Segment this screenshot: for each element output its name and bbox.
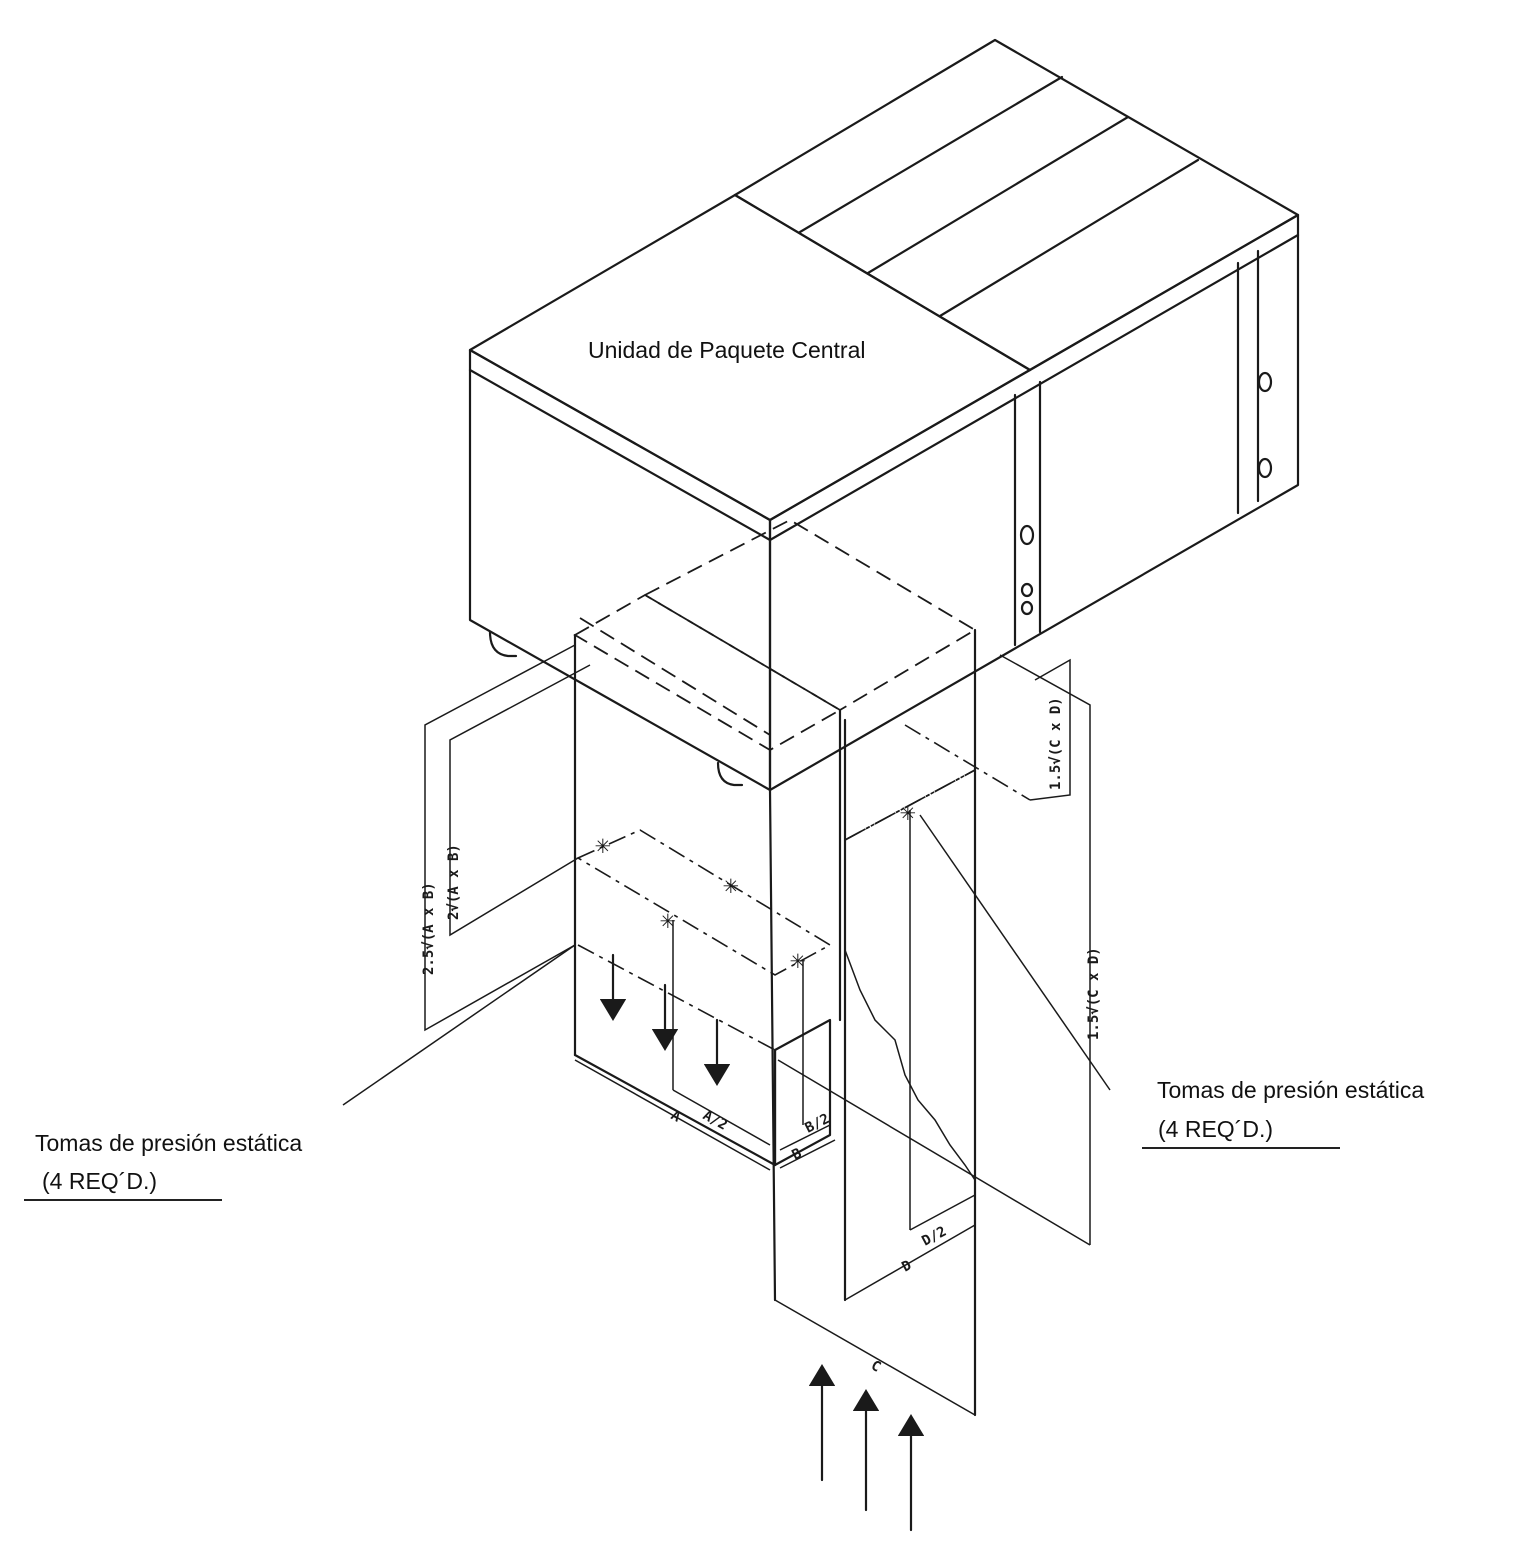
supply-distance-dimension: 2.5√(A x B) 2√(A x B): [342, 644, 591, 1106]
dim-c: C: [868, 1358, 883, 1376]
knockout-hole: [1257, 457, 1273, 479]
package-unit: [468, 38, 1300, 792]
unit-foot: [716, 761, 744, 787]
dim-b-half: B/2: [803, 1111, 833, 1137]
unit-title: Unidad de Paquete Central: [588, 337, 866, 363]
static-tap-marker: ✳: [595, 830, 611, 860]
unit-foot: [488, 630, 518, 658]
right-callout-underline: [1142, 1147, 1340, 1149]
static-tap-marker: ✳: [900, 797, 916, 827]
dim-a: A: [668, 1108, 684, 1126]
knockout-hole: [1020, 582, 1034, 598]
knockout-hole: [1019, 524, 1035, 546]
dim-supply-inner: 2√(A x B): [446, 844, 462, 920]
right-callout-line2: (4 REQ´D.): [1158, 1116, 1273, 1142]
dim-b: B: [790, 1145, 805, 1163]
dim-return-outer: 1.5√(C x D): [1086, 947, 1102, 1040]
dim-d: D: [899, 1257, 914, 1275]
static-tap-marker: ✳: [723, 870, 739, 900]
dim-supply-outer: 2.5√(A x B): [421, 882, 437, 975]
supply-duct: ✳ ✳ ✳ ✳ A A/2 B B/2: [573, 633, 842, 1171]
static-tap-marker: ✳: [790, 945, 806, 975]
hidden-openings: [573, 518, 977, 752]
left-callout-line2: (4 REQ´D.): [42, 1168, 157, 1194]
knockout-hole: [1257, 371, 1273, 393]
knockout-hole: [1020, 600, 1034, 616]
dim-return-top: 1.5√(C x D): [1048, 697, 1064, 790]
left-callout-line1: Tomas de presión estática: [35, 1130, 303, 1156]
dim-d-half: D/2: [919, 1224, 949, 1250]
dim-a-half: A/2: [700, 1108, 730, 1134]
condenser-coil-grille: [733, 38, 1300, 372]
static-tap-marker: ✳: [660, 905, 676, 935]
right-callout-line1: Tomas de presión estática: [1157, 1077, 1425, 1103]
return-distance-dimension: 1.5√(C x D) 1.5√(C x D): [999, 654, 1102, 1245]
unit-side-face: [768, 213, 1300, 792]
left-callout-underline: [24, 1199, 222, 1201]
